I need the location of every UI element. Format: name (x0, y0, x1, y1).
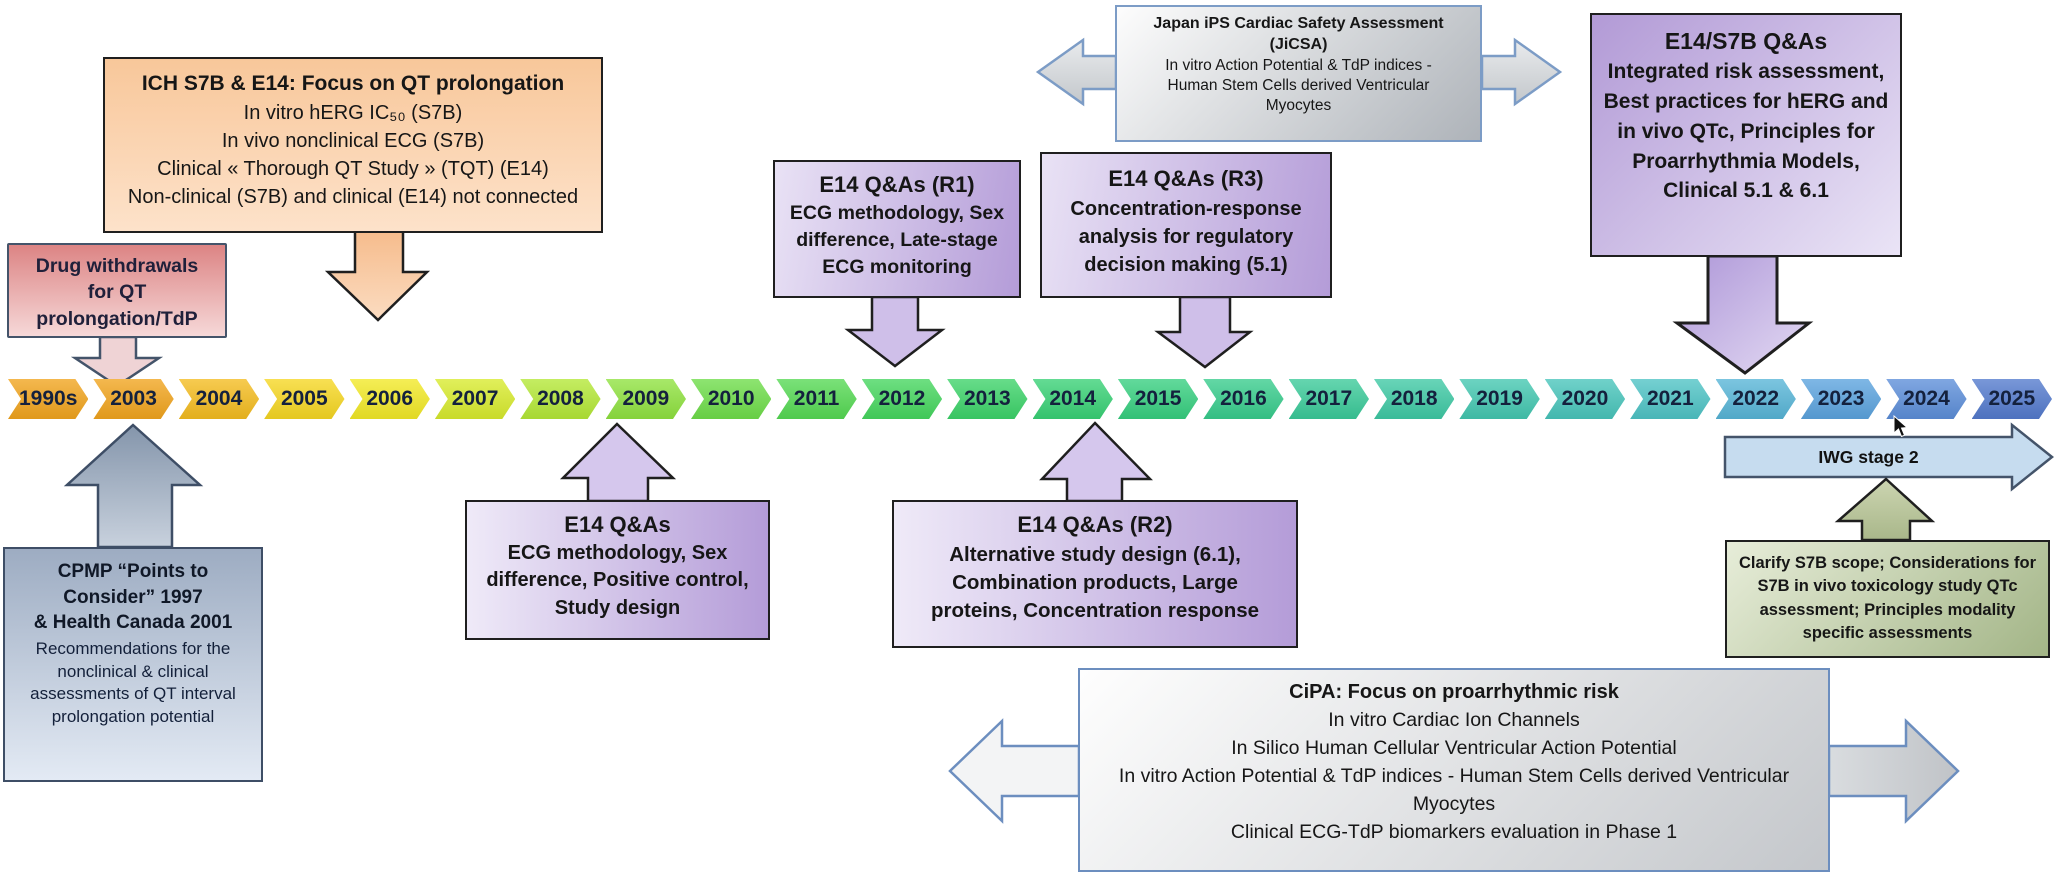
e14qas-up-arrow (559, 422, 677, 503)
r1-down-arrow (844, 295, 946, 368)
clarify-up-arrow (1834, 477, 1936, 542)
clarify-s7b-scope-body: Clarify S7B scope; Considerations for S7… (1738, 554, 2037, 643)
cipa-right-arrow (1827, 718, 1960, 824)
timeline-year: 2021 (1630, 379, 1710, 419)
timeline-year: 2008 (520, 379, 600, 419)
drug-withdrawals-line: Drug withdrawals (35, 255, 199, 277)
e14-qas-body: ECG methodology, Sex difference, Positiv… (486, 541, 749, 619)
timeline-year: 2014 (1033, 379, 1113, 419)
r3-down-arrow (1154, 295, 1254, 369)
ich-line: Clinical « Thorough QT Study » (TQT) (E1… (157, 158, 549, 181)
e14-qas-r3-body: Concentration-response analysis for regu… (1070, 197, 1302, 276)
timeline-year: 2020 (1545, 379, 1625, 419)
timeline-year: 2019 (1459, 379, 1539, 419)
timeline-year: 2022 (1716, 379, 1796, 419)
timeline-year: 2007 (435, 379, 515, 419)
timeline-year: 2010 (691, 379, 771, 419)
timeline-year: 2009 (606, 379, 686, 419)
cpmp-title: CPMP “Points to Consider” 1997 & Health Ca… (11, 559, 255, 636)
e14-qas-title: E14 Q&As (564, 512, 671, 537)
cpmp-points-to-consider-box: CPMP “Points to Consider” 1997 & Health Ca… (3, 547, 263, 782)
timeline-year: 2006 (350, 379, 430, 419)
cipa-title: CiPA: Focus on proarrhythmic risk (1289, 681, 1619, 703)
e14-qas-r1-body: ECG methodology, Sex difference, Late-st… (789, 201, 1005, 279)
timeline-year: 2016 (1203, 379, 1283, 419)
timeline-year: 2017 (1289, 379, 1369, 419)
timeline-year: 1990s (8, 379, 88, 419)
drug-down-arrow (70, 335, 164, 388)
timeline-year: 2013 (947, 379, 1027, 419)
cipa-lines: In vitro Cardiac Ion Channels In Silico H… (1098, 707, 1810, 846)
timeline-year: 2012 (862, 379, 942, 419)
ich-title: ICH S7B & E14: Focus on QT prolongation (141, 72, 565, 95)
ich-line: Non-clinical (S7B) and clinical (E14) no… (127, 186, 579, 209)
e14-s7b-qas-title: E14/S7B Q&As (1664, 28, 1828, 54)
ich-line: In vitro hERG IC₅₀ (S7B) (243, 102, 463, 125)
jicsa-right-arrow (1480, 37, 1563, 107)
e14-qas-r2-body: Alternative study design (6.1), Combinat… (930, 542, 1260, 623)
timeline-year: 2023 (1801, 379, 1881, 419)
mouse-cursor (1893, 414, 1909, 438)
cpmp-body: Recommendations for the nonclinical & cl… (30, 638, 236, 726)
timeline-year: 2005 (264, 379, 344, 419)
cipa-line: Clinical ECG-TdP biomarkers evaluation i… (1230, 820, 1678, 843)
cpmp-title-line: CPMP “Points to (57, 561, 209, 582)
jicsa-left-arrow (1035, 37, 1118, 107)
r2-up-arrow (1039, 421, 1153, 503)
ich-lines: In vitro hERG IC₅₀ (S7B) In vivo nonclini… (105, 99, 601, 211)
e14-s7b-qas-body: Integrated risk assessment, Best practic… (1603, 60, 1889, 203)
jicsa-body: In vitro Action Potential & TdP indices … (1165, 56, 1432, 114)
timeline-year: 2015 (1118, 379, 1198, 419)
drug-withdrawals-line: prolongation/TdP (36, 307, 198, 330)
drug-withdrawals-box: Drug withdrawals for QT prolongation/TdP (7, 243, 227, 338)
timeline-year: 2011 (776, 379, 856, 419)
ich-s7b-e14-box: ICH S7B & E14: Focus on QT prolongation … (103, 57, 603, 233)
cipa-left-arrow (948, 718, 1081, 824)
e14-qas-r1-box: E14 Q&As (R1) ECG methodology, Sex diffe… (773, 160, 1021, 298)
e14-qas-r3-title: E14 Q&As (R3) (1108, 166, 1264, 191)
e14-qas-r2-title: E14 Q&As (R2) (1017, 512, 1173, 537)
timeline-year: 2018 (1374, 379, 1454, 419)
cipa-line: In Silico Human Cellular Ventricular Act… (1231, 736, 1677, 759)
jicsa-box: Japan iPS Cardiac Safety Assessment (JiC… (1115, 5, 1482, 142)
timeline-year: 2004 (179, 379, 259, 419)
cipa-line: In vitro Action Potential & TdP indices … (1118, 764, 1790, 815)
clarify-s7b-scope-box: Clarify S7B scope; Considerations for S7… (1725, 540, 2050, 658)
e14-qas-r1-title: E14 Q&As (R1) (819, 172, 975, 197)
timeline-year: 2025 (1972, 379, 2052, 419)
iwg-stage2-label: IWG stage 2 (1818, 446, 1919, 467)
drug-withdrawals-line: for QT (87, 281, 147, 304)
e14-qas-box: E14 Q&As ECG methodology, Sex difference… (465, 500, 770, 640)
e14-s7b-qas-box: E14/S7B Q&As Integrated risk assessment,… (1590, 13, 1902, 257)
drug-withdrawals-lines: Drug withdrawals for QT prolongation/TdP (9, 253, 225, 332)
cpmp-title-line: & Health Canada 2001 (33, 612, 233, 634)
cpmp-title-line: Consider” 1997 (63, 586, 203, 608)
e14-qas-r2-box: E14 Q&As (R2) Alternative study design (… (892, 500, 1298, 648)
timeline-year: 2003 (93, 379, 173, 419)
cpmp-up-arrow (63, 423, 204, 549)
cipa-box: CiPA: Focus on proarrhythmic risk In vit… (1078, 668, 1830, 872)
ich-down-arrow (324, 227, 431, 322)
jicsa-title: Japan iPS Cardiac Safety Assessment (JiC… (1153, 15, 1444, 53)
e14-qas-r3-box: E14 Q&As (R3) Concentration-response ana… (1040, 152, 1332, 298)
iwg-stage2-arrow (1723, 422, 2055, 492)
e14s7b-down-arrow (1672, 254, 1814, 375)
ich-line: In vivo nonclinical ECG (S7B) (221, 130, 485, 153)
timeline-year: 2024 (1886, 379, 1966, 419)
cipa-line: In vitro Cardiac Ion Channels (1328, 709, 1580, 731)
